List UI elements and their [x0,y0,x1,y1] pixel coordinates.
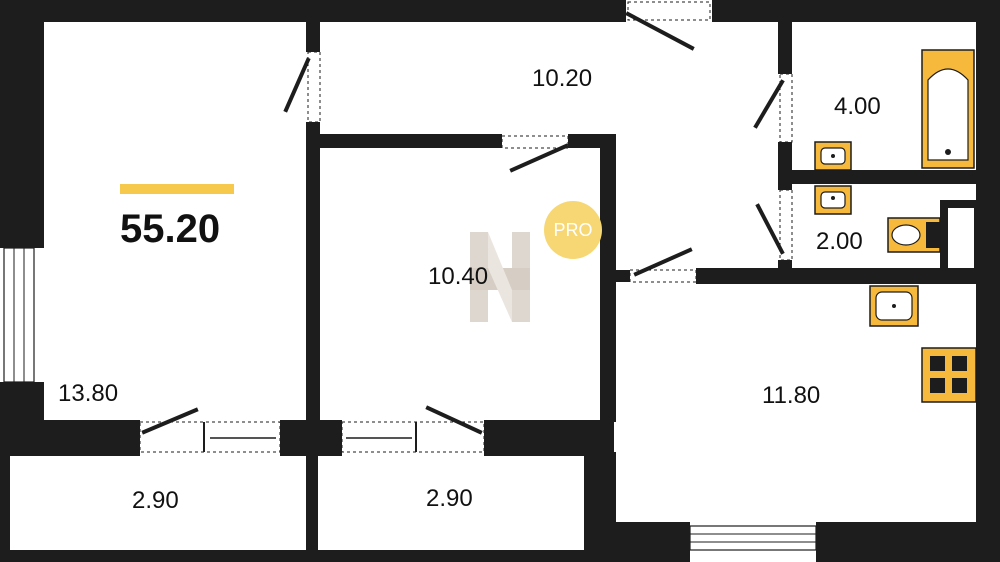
total-area: 55.20 [120,207,220,251]
sink-icon [814,185,852,215]
bathtub-icon [921,49,975,169]
windows [3,247,817,551]
balcony-left-area: 2.90 [132,487,179,514]
bathroom-area: 4.00 [834,93,881,120]
pro-badge: PRO [544,201,602,259]
total-area-accent-bar [120,184,234,194]
doors [139,1,793,453]
hallway-area: 10.20 [532,65,592,92]
toilet-area: 2.00 [816,228,863,255]
kitchen-sink-icon [869,285,919,327]
pro-badge-text: PRO [553,220,592,240]
stove-icon [921,347,977,403]
toilet-icon [887,217,941,253]
watermark [470,232,530,322]
living-room-area: 13.80 [58,380,118,407]
bedroom-area: 10.40 [428,263,488,290]
kitchen-area: 11.80 [762,382,820,409]
sink-icon [814,141,852,171]
balcony-right-area: 2.90 [426,485,473,512]
